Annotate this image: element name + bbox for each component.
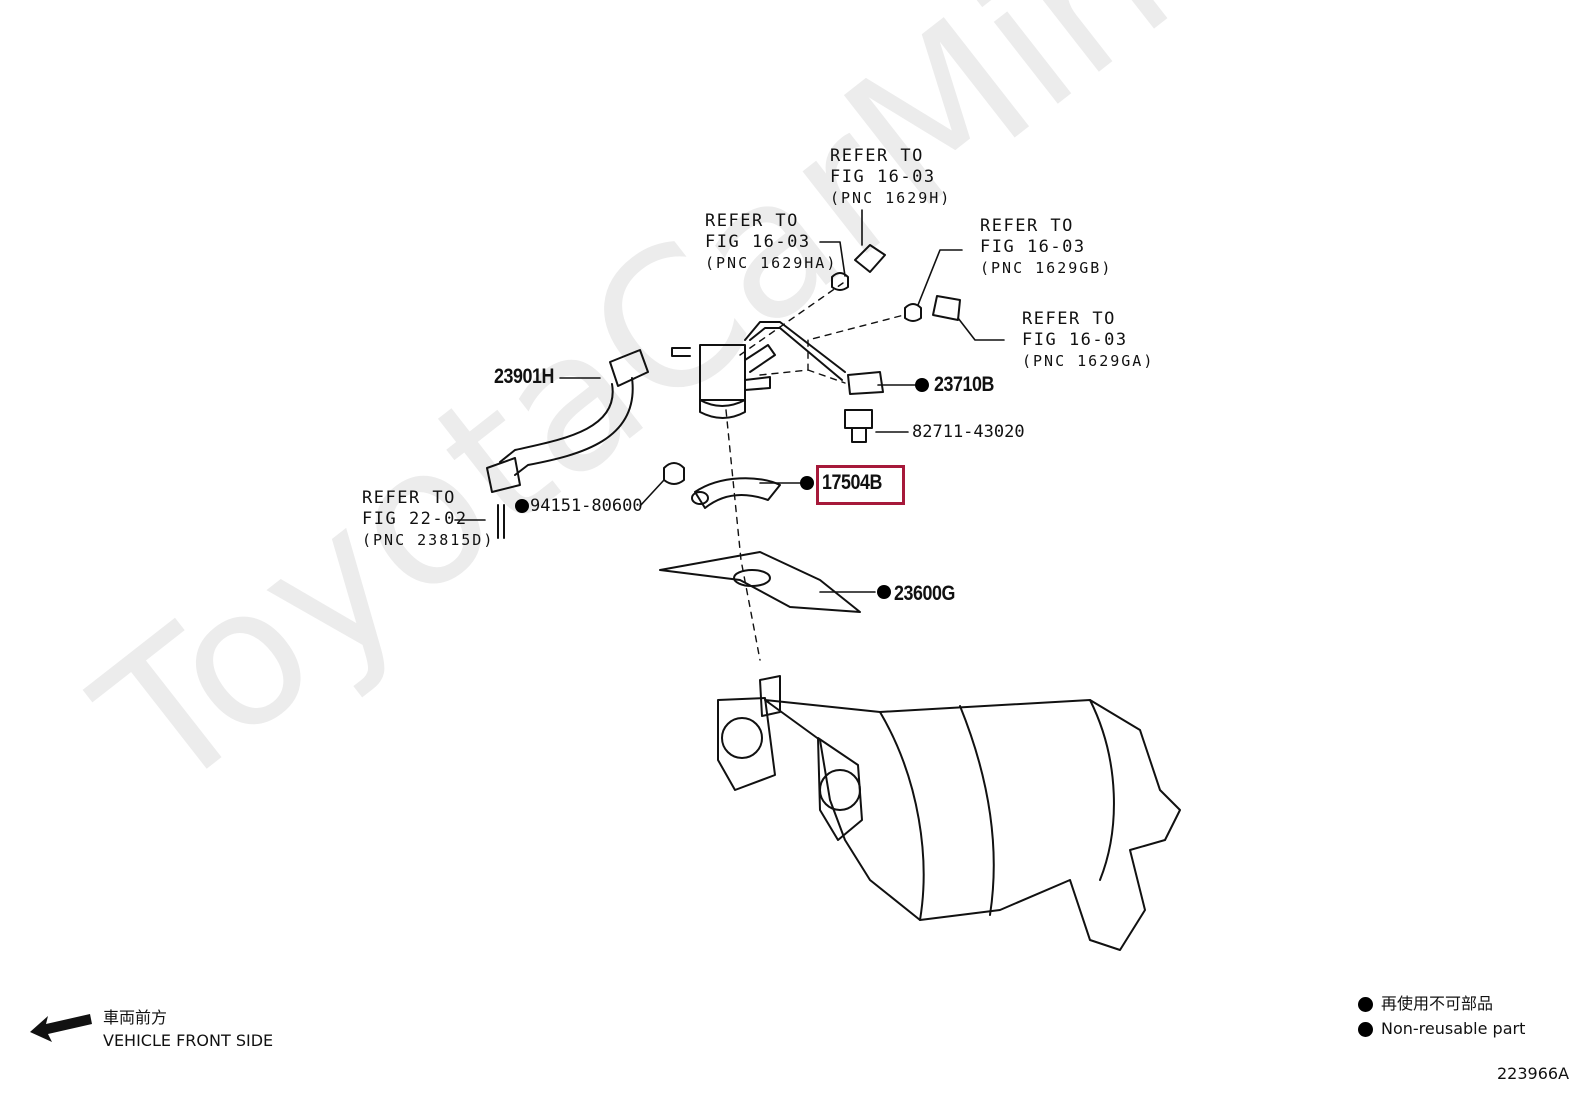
- non-reusable-dots: [515, 378, 929, 599]
- hose-1629h: [854, 244, 886, 273]
- reference-callout-1629ga[interactable]: REFER TO FIG 16-03 (PNC 1629GA): [1022, 309, 1154, 372]
- reference-pnc: (PNC 1629HA): [705, 254, 838, 272]
- insulator-23600g: [659, 551, 861, 613]
- front-arrow: [30, 1014, 92, 1042]
- reference-line: FIG 16-03: [705, 232, 811, 252]
- legend-row-en: Non-reusable part: [1358, 1021, 1525, 1037]
- reference-callout-1629ha[interactable]: REFER TO FIG 16-03 (PNC 1629HA): [705, 211, 837, 274]
- direction-label-jp: 車両前方: [103, 1008, 168, 1027]
- non-reusable-dot-icon: [1358, 1022, 1373, 1037]
- part-label-17504b[interactable]: 17504B: [822, 471, 882, 494]
- reference-line: REFER TO: [362, 488, 456, 508]
- part-label-94151-80600[interactable]: 94151-80600: [530, 496, 643, 516]
- legend-text-jp: 再使用不可部品: [1381, 994, 1494, 1013]
- reference-line: REFER TO: [980, 216, 1074, 236]
- non-reusable-dot-icon: [1358, 997, 1373, 1012]
- part-label-82711-43020[interactable]: 82711-43020: [912, 422, 1025, 442]
- reference-pnc: (PNC 23815D): [362, 531, 495, 549]
- reference-line: FIG 16-03: [980, 237, 1086, 257]
- reference-pnc: (PNC 1629GB): [980, 259, 1113, 277]
- part-label-23901h[interactable]: 23901H: [494, 365, 554, 388]
- reference-line: FIG 22-02: [362, 509, 468, 529]
- stud-23815d: [497, 504, 505, 539]
- reference-line: REFER TO: [1022, 309, 1116, 329]
- part-highlight-17504b: [816, 465, 905, 505]
- reference-line: FIG 16-03: [1022, 330, 1128, 350]
- part-label-23710b[interactable]: 23710B: [934, 373, 994, 396]
- reference-callout-1629h[interactable]: REFER TO FIG 16-03 (PNC 1629H): [830, 146, 951, 209]
- reference-line: REFER TO: [705, 211, 799, 231]
- clip-1629ha: [831, 272, 849, 291]
- bracket-17504b: [691, 477, 781, 509]
- sensor-body: [671, 321, 846, 419]
- direction-label-en: VEHICLE FRONT SIDE: [103, 1031, 274, 1050]
- reference-pnc: (PNC 1629GA): [1022, 352, 1155, 370]
- clip-82711: [844, 409, 873, 443]
- connector-23710b: [847, 371, 884, 395]
- reference-callout-1629gb[interactable]: REFER TO FIG 16-03 (PNC 1629GB): [980, 216, 1112, 279]
- part-label-23600g[interactable]: 23600G: [894, 582, 955, 605]
- grommet-94151: [663, 462, 685, 485]
- reference-line: REFER TO: [830, 146, 924, 166]
- callout-leaders: [454, 209, 1005, 593]
- hose-1629ga: [932, 295, 961, 321]
- reference-pnc: (PNC 1629H): [830, 189, 952, 207]
- legend-row-jp: 再使用不可部品: [1358, 996, 1493, 1012]
- legend-text-en: Non-reusable part: [1381, 1019, 1526, 1038]
- hose-23901h: [486, 349, 649, 493]
- reference-line: FIG 16-03: [830, 167, 936, 187]
- assembly-lines: [725, 282, 905, 661]
- converter: [717, 675, 1181, 951]
- reference-callout-23815d[interactable]: REFER TO FIG 22-02 (PNC 23815D): [362, 488, 494, 551]
- figure-id: 223966A: [1497, 1064, 1570, 1083]
- clip-1629gb: [904, 303, 922, 322]
